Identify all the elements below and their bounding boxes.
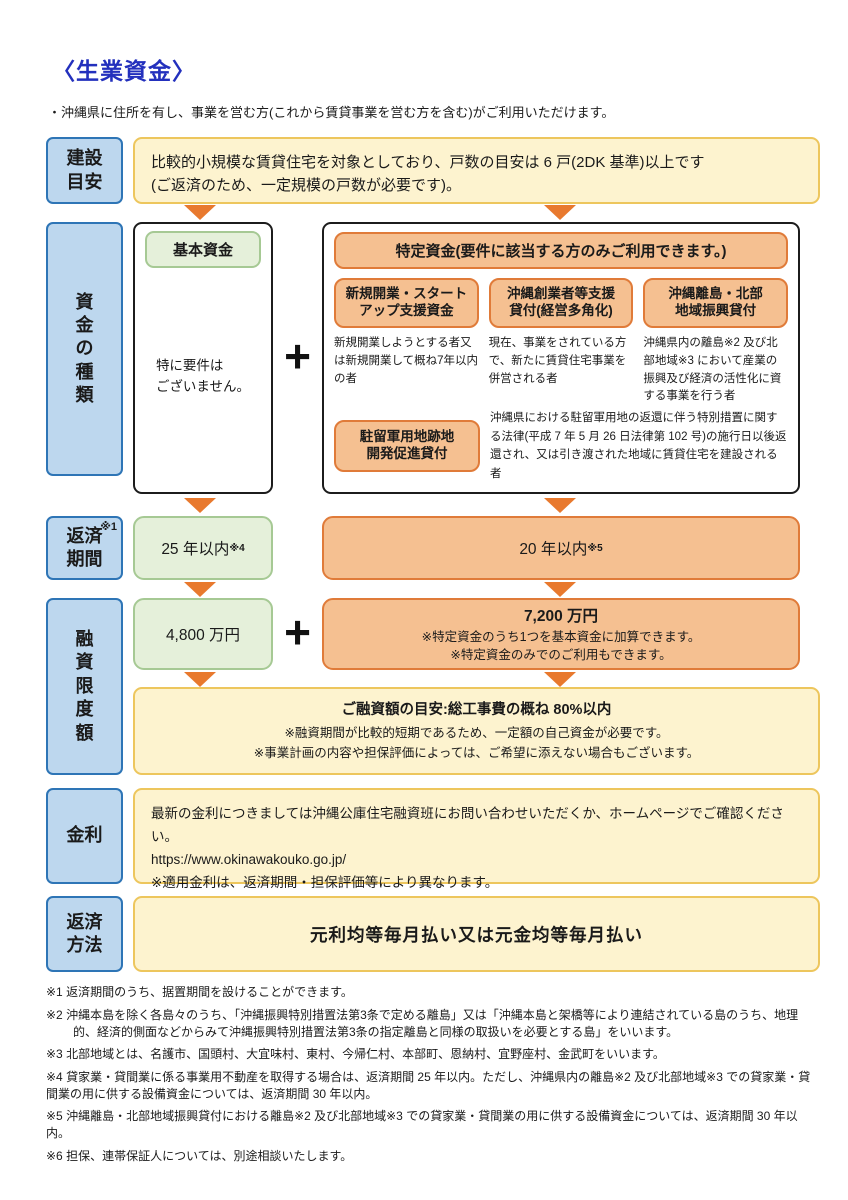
specific-fund-bottom-title: 駐留軍用地跡地 開発促進貸付 xyxy=(334,420,480,473)
specific-fund-box: 特定資金(要件に該当する方のみご利用できます。) 新規開業・スタート アップ支援… xyxy=(322,222,800,494)
section-loan-limit: 融 資 限 度 額 4,800 万円 + 7,200 万円 ※特定資金のうち1つ… xyxy=(46,598,820,775)
specific-period-box: 20 年以内※5 xyxy=(322,516,800,580)
basic-fund-note: 特に要件は ございません。 xyxy=(155,358,251,394)
down-arrow-icon xyxy=(544,671,576,687)
basic-period-sup: ※4 xyxy=(229,542,245,554)
repayment-period-sup: ※1 xyxy=(100,521,117,533)
down-arrow-icon xyxy=(184,205,216,220)
footnotes: ※1 返済期間のうち、据置期間を設けることができます。 ※2 沖縄本島を除く各島… xyxy=(46,984,820,1165)
label-loan-limit: 融 資 限 度 額 xyxy=(46,598,123,775)
section-interest: 金利 最新の金利につきましては沖縄公庫住宅融資班にお問い合わせいただくか、ホーム… xyxy=(46,788,820,890)
specific-fund-item-title: 沖縄離島・北部 地域振興貸付 xyxy=(643,278,789,328)
basic-limit-box: 4,800 万円 xyxy=(133,598,273,670)
basic-fund-box: 基本資金 特に要件は ございません。 xyxy=(133,222,273,494)
specific-fund-item: 新規開業・スタート アップ支援資金 新規開業しようとする者又は新規開業して概ね7… xyxy=(334,278,479,406)
plus-icon: + xyxy=(284,330,311,382)
specific-period-sup: ※5 xyxy=(587,542,603,554)
specific-fund-item: 沖縄離島・北部 地域振興貸付 沖縄県内の離島※2 及び北部地域※3 において産業… xyxy=(643,278,789,406)
basic-fund-title: 基本資金 xyxy=(145,231,261,268)
interest-text: 最新の金利につきましては沖縄公庫住宅融資班にお問い合わせいただくか、ホームページ… xyxy=(151,806,784,890)
specific-fund-grid: 新規開業・スタート アップ支援資金 新規開業しようとする者又は新規開業して概ね7… xyxy=(334,278,789,406)
footnote-1: ※1 返済期間のうち、据置期間を設けることができます。 xyxy=(46,985,353,999)
footnote-3: ※3 北部地域とは、名護市、国頭村、大宜味村、東村、今帰仁村、本部町、恩納村、宜… xyxy=(46,1047,665,1062)
specific-period-value: 20 年以内 xyxy=(519,541,588,558)
footnote-6: ※6 担保、連帯保証人については、別途相談いたします。 xyxy=(46,1148,353,1163)
specific-limit-notes: ※特定資金のうち1つを基本資金に加算できます。 ※特定資金のみでのご利用もできま… xyxy=(421,629,701,662)
specific-fund-bottom: 駐留軍用地跡地 開発促進貸付 沖縄県における駐留軍用地の返還に伴う特別措置に関す… xyxy=(334,409,788,483)
label-fund-types: 資 金 の 種 類 xyxy=(46,222,123,476)
arrows-after-construction xyxy=(46,204,820,222)
page-title: 〈生業資金〉 xyxy=(52,58,196,84)
down-arrow-icon xyxy=(544,205,576,220)
specific-limit-amount: 7,200 万円 xyxy=(523,607,599,625)
basic-period-value: 25 年以内 xyxy=(161,541,230,558)
label-repayment-method: 返済 方法 xyxy=(46,896,123,972)
specific-fund-item-desc: 沖縄県内の離島※2 及び北部地域※3 において産業の振興及び経済の活性化に資する… xyxy=(643,337,782,403)
interest-box: 最新の金利につきましては沖縄公庫住宅融資班にお問い合わせいただくか、ホームページ… xyxy=(133,788,820,890)
down-arrow-icon xyxy=(184,582,216,597)
label-construction: 建設 目安 xyxy=(46,137,123,204)
down-arrow-icon xyxy=(184,498,216,513)
footnote-2: ※2 沖縄本島を除く各島々のうち、「沖縄振興特別措置法第3条で定める離島」又は「… xyxy=(46,1007,799,1039)
specific-fund-bottom-desc: 沖縄県における駐留軍用地の返還に伴う特別措置に関する法律(平成 7 年 5 月 … xyxy=(490,412,787,480)
specific-fund-item-title: 新規開業・スタート アップ支援資金 xyxy=(334,278,479,328)
loan-guide-notes: ※融資期間が比較的短期であるため、一定額の自己資金が必要です。 ※事業計画の内容… xyxy=(253,725,700,761)
basic-period-box: 25 年以内※4 xyxy=(133,516,273,580)
construction-guide-box: 比較的小規模な賃貸住宅を対象としており、戸数の目安は 6 戸(2DK 基準)以上… xyxy=(133,137,820,204)
arrows-after-period xyxy=(46,580,820,598)
specific-fund-item-title: 沖縄創業者等支援 貸付(経営多角化) xyxy=(488,278,634,328)
specific-fund-item-desc: 新規開業しようとする者又は新規開業して概ね7年以内の者 xyxy=(334,337,479,385)
label-interest: 金利 xyxy=(46,788,123,884)
section-repayment-method: 返済 方法 元利均等毎月払い又は元金均等毎月払い xyxy=(46,896,820,972)
specific-fund-header: 特定資金(要件に該当する方のみご利用できます。) xyxy=(334,232,788,269)
specific-limit-box: 7,200 万円 ※特定資金のうち1つを基本資金に加算できます。 ※特定資金のみ… xyxy=(322,598,800,670)
down-arrow-icon xyxy=(544,582,576,597)
section-fund-types: 資 金 の 種 類 基本資金 特に要件は ございません。 + 特定資金(要件に該… xyxy=(46,222,820,494)
footnote-4: ※4 貸家業・貸間業に係る事業用不動産を取得する場合は、返済期間 25 年以内。… xyxy=(46,1069,811,1101)
arrows-after-fund-types xyxy=(46,494,820,516)
specific-fund-item: 沖縄創業者等支援 貸付(経営多角化) 現在、事業をされている方で、新たに賃貸住宅… xyxy=(488,278,634,406)
intro-text: ・沖縄県に住所を有し、事業を営む方(これから賃貸事業を営む方を含む)がご利用いた… xyxy=(48,105,615,120)
footnote-5: ※5 沖縄離島・北部地域振興貸付における離島※2 及び北部地域※3 での貸家業・… xyxy=(46,1109,798,1141)
down-arrow-icon xyxy=(544,498,576,513)
construction-guide-text: 比較的小規模な賃貸住宅を対象としており、戸数の目安は 6 戸(2DK 基準)以上… xyxy=(151,154,705,195)
section-repayment-period: 返済 期間※1 ※1 25 年以内※4 20 年以内※5 xyxy=(46,516,820,580)
loan-guide-title: ご融資額の目安:総工事費の概ね 80%以内 xyxy=(341,701,612,718)
plus-icon: + xyxy=(284,605,311,658)
repayment-method-box: 元利均等毎月払い又は元金均等毎月払い xyxy=(133,896,820,972)
loan-guide-box: ご融資額の目安:総工事費の概ね 80%以内 ※融資期間が比較的短期であるため、一… xyxy=(133,686,820,775)
section-construction: 建設 目安 比較的小規模な賃貸住宅を対象としており、戸数の目安は 6 戸(2DK… xyxy=(46,137,820,204)
specific-fund-item-desc: 現在、事業をされている方で、新たに賃貸住宅事業を併営される者 xyxy=(488,337,627,385)
down-arrow-icon xyxy=(184,671,216,687)
label-repayment-period: 返済 期間※1 xyxy=(46,516,123,580)
